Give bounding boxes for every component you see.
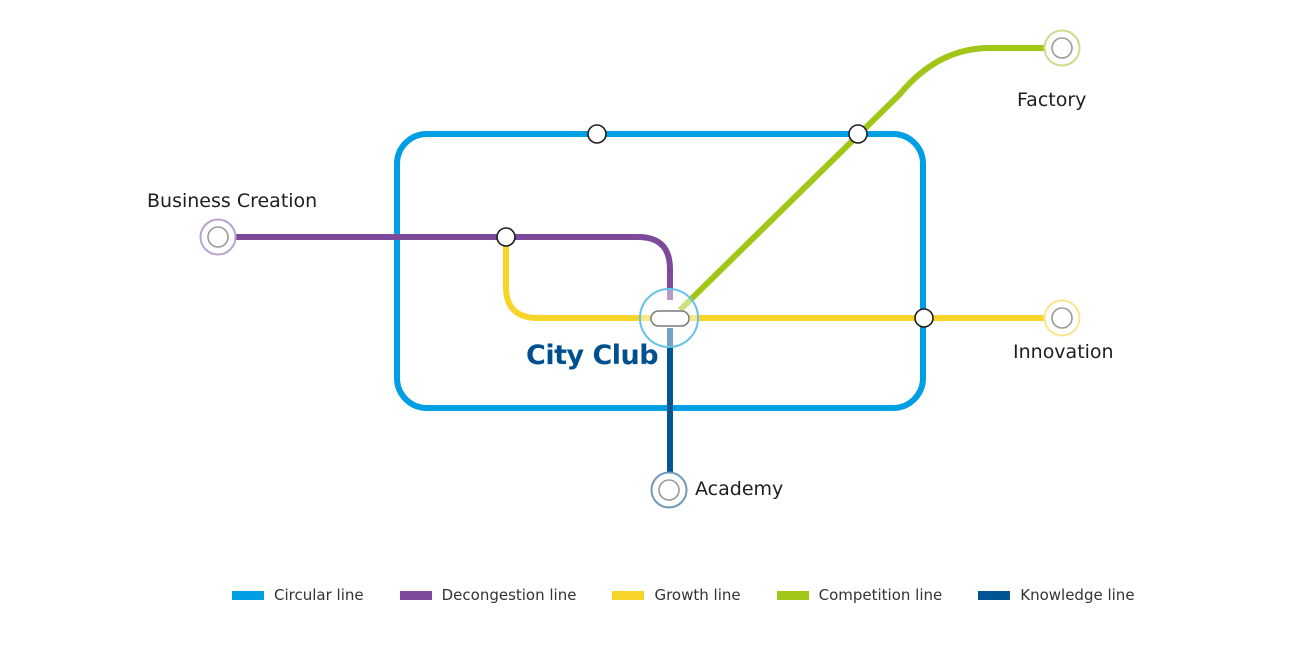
legend-swatch: [612, 590, 645, 600]
circular-line: [394, 131, 926, 411]
legend-label: Decongestion line: [441, 586, 577, 604]
decongestion-line: [232, 234, 673, 300]
station-label-factory: Factory: [1017, 89, 1087, 111]
hub-capsule[interactable]: [650, 310, 690, 327]
legend-label: Growth line: [654, 586, 741, 604]
growth-line: [503, 237, 1046, 321]
legend-item-growth: Growth line: [612, 586, 741, 604]
legend-swatch: [232, 590, 264, 600]
legend-item-competition: Competition line: [776, 586, 943, 604]
legend-label: Circular line: [274, 586, 364, 604]
interchange-stop[interactable]: [587, 124, 607, 144]
station-label-business-creation: Business Creation: [147, 190, 318, 212]
station-label-academy: Academy: [695, 478, 784, 500]
legend-item-circular: Circular line: [232, 586, 364, 604]
legend-swatch: [776, 590, 809, 600]
legend-item-knowledge: Knowledge line: [978, 586, 1135, 604]
station-label-innovation: Innovation: [1013, 341, 1114, 363]
legend-swatch: [978, 590, 1011, 600]
interchange-stop[interactable]: [496, 227, 516, 247]
terminal-academy[interactable]: [650, 471, 688, 509]
terminal-business-creation[interactable]: [199, 218, 237, 256]
competition-line: [677, 45, 1046, 313]
legend-item-decongestion: Decongestion line: [399, 586, 577, 604]
legend: Circular line Decongestion line Growth l…: [232, 586, 1171, 604]
hub-label: City Club: [526, 340, 659, 371]
interchange-stop[interactable]: [914, 308, 934, 328]
legend-swatch: [399, 590, 432, 600]
interchange-stop[interactable]: [848, 124, 868, 144]
legend-label: Competition line: [818, 586, 943, 604]
terminal-factory[interactable]: [1043, 29, 1081, 67]
legend-label: Knowledge line: [1020, 586, 1135, 604]
terminal-innovation[interactable]: [1043, 299, 1081, 337]
